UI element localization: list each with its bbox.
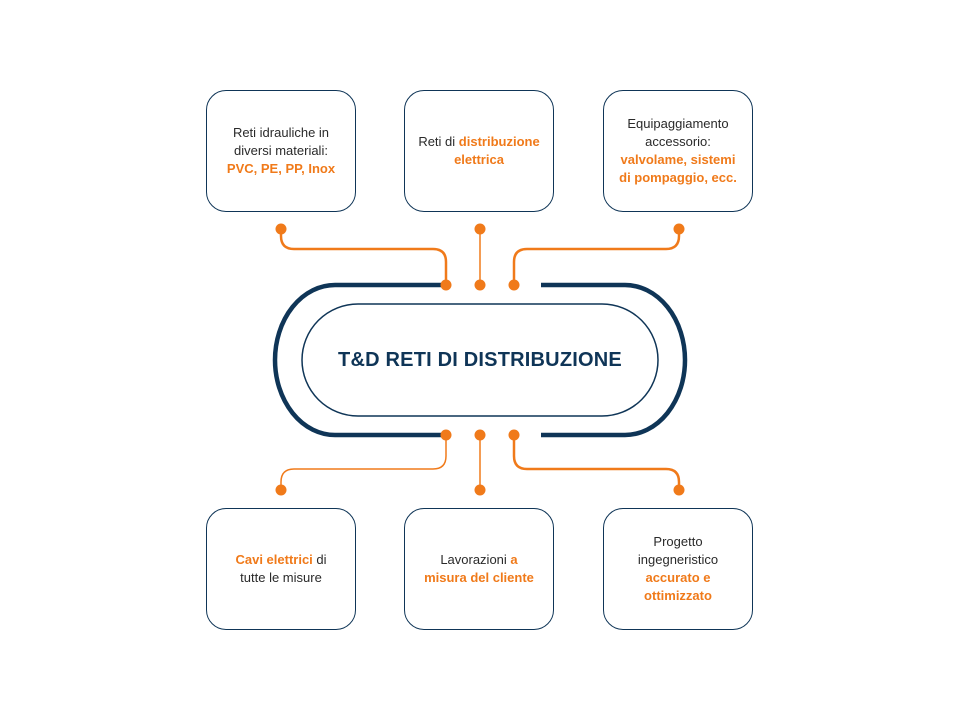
connector-bottom-right xyxy=(512,435,681,490)
box-text: Progetto ingegneristico accurato e ottim… xyxy=(638,533,718,605)
box-highlight: a xyxy=(510,552,518,567)
connector-dot xyxy=(508,279,520,291)
box-electrical-distribution: Reti di distribuzione elettrica xyxy=(404,90,554,212)
box-highlight: misura del cliente xyxy=(424,570,534,585)
box-line: Lavorazioni xyxy=(440,552,511,567)
box-line: Progetto xyxy=(653,534,703,549)
hub-outer-ring-right xyxy=(541,282,688,438)
box-highlight: distribuzione xyxy=(458,134,540,149)
connector-dot xyxy=(474,223,486,235)
box-highlight: PVC, PE, PP, Inox xyxy=(226,161,336,176)
box-text: Reti di distribuzione elettrica xyxy=(418,133,539,169)
box-highlight: accurato e xyxy=(645,570,711,585)
box-line: diversi materiali: xyxy=(234,143,328,158)
hub-title: T&D RETI DI DISTRIBUZIONE xyxy=(338,348,622,371)
box-text: Reti idrauliche in diversi materiali: PV… xyxy=(227,124,335,178)
connector-dot xyxy=(474,279,486,291)
box-electric-cables: Cavi elettrici di tutte le misure xyxy=(206,508,356,630)
box-highlight: di pompaggio, ecc. xyxy=(619,170,737,185)
connector-dot xyxy=(275,223,287,235)
connector-dot xyxy=(474,484,486,496)
connector-dot xyxy=(440,279,452,291)
box-line: accessorio: xyxy=(645,134,711,149)
box-line: di xyxy=(312,552,327,567)
box-line: ingegneristico xyxy=(637,552,719,567)
box-hydraulic-networks: Reti idrauliche in diversi materiali: PV… xyxy=(206,90,356,212)
connector-dot xyxy=(275,484,287,496)
box-line: Reti idrauliche in xyxy=(232,125,330,140)
box-highlight: valvolame, sistemi xyxy=(620,152,736,167)
box-highlight: ottimizzato xyxy=(644,588,712,603)
box-text: Cavi elettrici di tutte le misure xyxy=(235,551,326,587)
connector-dot xyxy=(508,429,520,441)
connector-top-left xyxy=(279,229,448,284)
box-line: tutte le misure xyxy=(240,570,322,585)
hub-outer-ring-left xyxy=(272,282,446,438)
connector-top-right xyxy=(512,229,681,284)
box-custom-processing: Lavorazioni a misura del cliente xyxy=(404,508,554,630)
connector-dot xyxy=(673,223,685,235)
hub-inner-pill xyxy=(301,303,659,417)
box-line: Equipaggiamento xyxy=(627,116,729,131)
box-accessory-equipment: Equipaggiamento accessorio: valvolame, s… xyxy=(603,90,753,212)
box-text: Lavorazioni a misura del cliente xyxy=(424,551,534,587)
box-engineering-project: Progetto ingegneristico accurato e ottim… xyxy=(603,508,753,630)
box-highlight: elettrica xyxy=(454,152,504,167)
box-text: Equipaggiamento accessorio: valvolame, s… xyxy=(619,115,737,187)
connector-dot xyxy=(474,429,486,441)
connector-bottom-left xyxy=(280,435,447,490)
connector-dot xyxy=(673,484,685,496)
box-highlight: Cavi elettrici xyxy=(235,552,313,567)
box-line: Reti di xyxy=(418,134,456,149)
connector-dot xyxy=(440,429,452,441)
